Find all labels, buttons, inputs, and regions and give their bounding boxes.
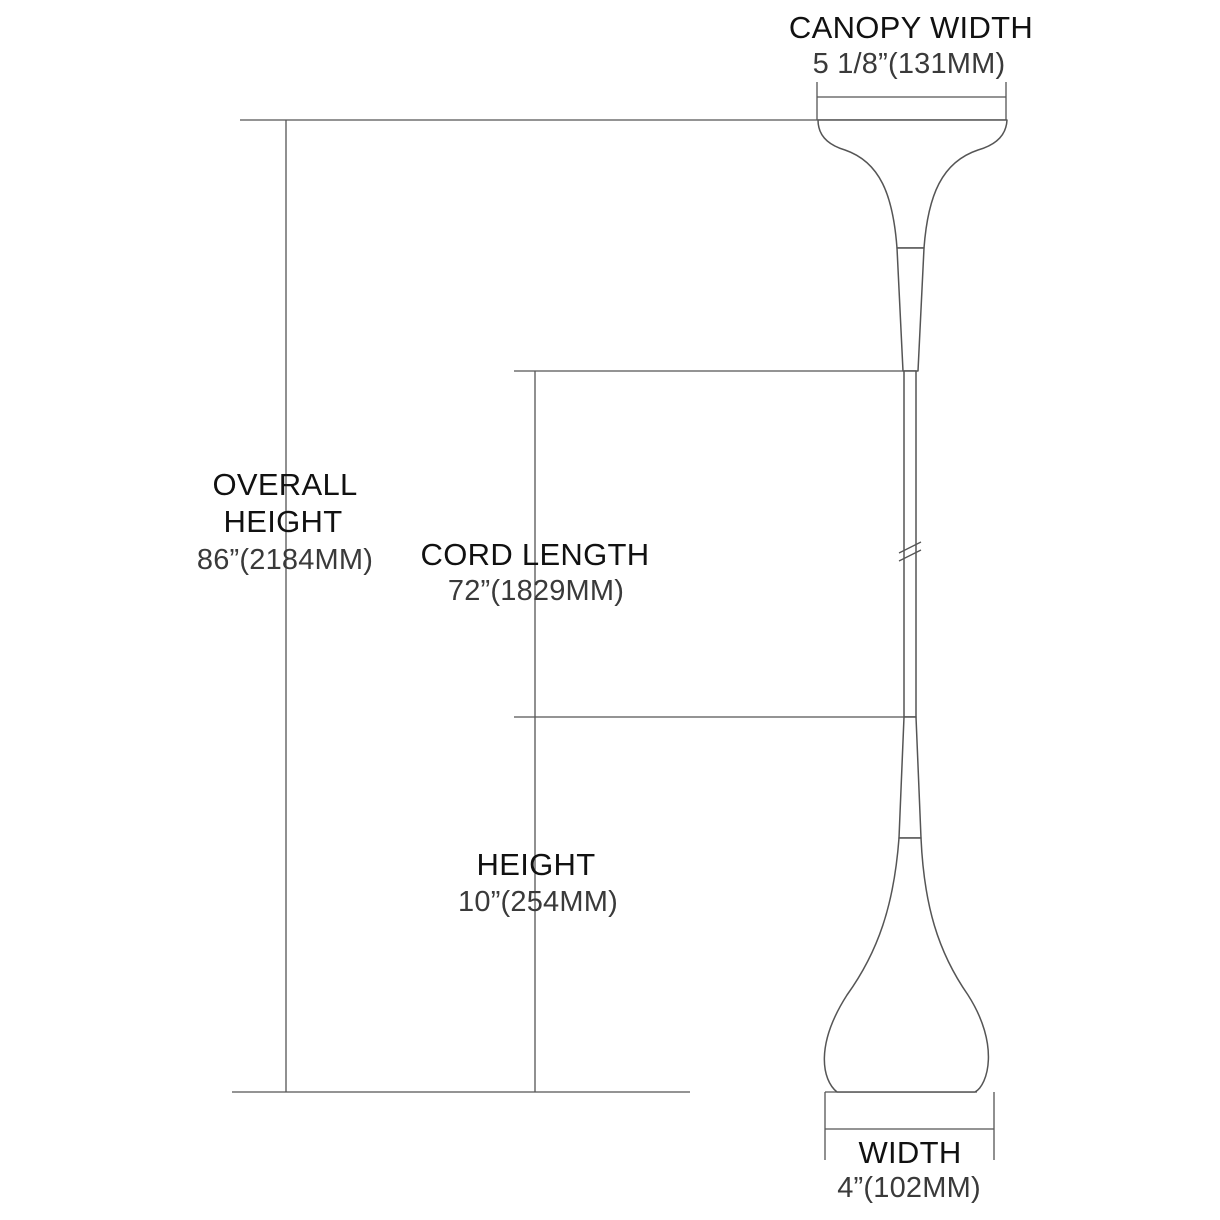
cord-length-title: CORD LENGTH xyxy=(420,537,650,572)
shade-neck-shape xyxy=(898,716,922,839)
overall-height-value: 86”(2184MM) xyxy=(196,544,374,576)
cord-break-mark-2 xyxy=(898,549,922,562)
canopy-shape xyxy=(817,119,1008,249)
cord-break-mark-1 xyxy=(898,541,922,554)
width-value: 4”(102MM) xyxy=(837,1172,981,1204)
cord-shape xyxy=(903,370,917,718)
overall-height-title-line2: HEIGHT xyxy=(223,504,343,539)
overall-height-title-line1: OVERALL xyxy=(212,467,358,502)
canopy-width-title: CANOPY WIDTH xyxy=(788,10,1034,45)
height-title: HEIGHT xyxy=(476,847,596,882)
height-value: 10”(254MM) xyxy=(458,886,618,918)
width-title: WIDTH xyxy=(858,1135,962,1170)
shade-shape xyxy=(823,837,990,1093)
cord-length-value: 72”(1829MM) xyxy=(447,575,625,607)
canopy-width-value: 5 1/8”(131MM) xyxy=(812,48,1006,80)
canopy-neck-shape xyxy=(896,247,925,372)
